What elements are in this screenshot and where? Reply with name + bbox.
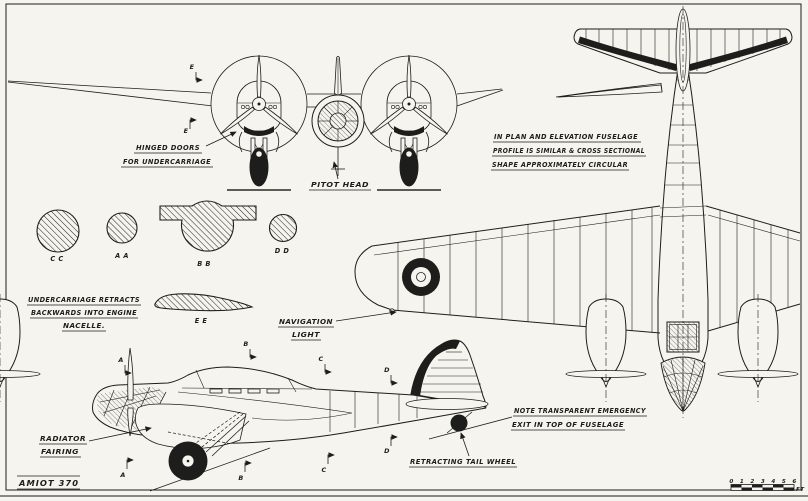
- marker-d-top: D: [384, 366, 390, 374]
- label-pitot-head: PITOT HEAD: [311, 181, 369, 189]
- marker-c-top: C: [318, 355, 323, 363]
- scale-bar: 0 1 2 3 4 5 6 FT: [729, 479, 805, 493]
- marker-e-top: E: [190, 63, 195, 71]
- label-hinged-doors-1: HINGED DOORS: [136, 144, 200, 152]
- marker-c-bottom: C: [321, 466, 326, 474]
- section-dd-label: D D: [275, 247, 290, 255]
- scale-tick-2: 2: [750, 479, 754, 485]
- section-cc-shape: [36, 209, 80, 253]
- scale-tick-5: 5: [782, 479, 786, 485]
- cross-sections: C C A A B B D D E E: [36, 200, 298, 325]
- nacelle-side: [134, 403, 250, 481]
- label-fuselage-note-2: PROFILE IS SIMILAR & CROSS SECTIONAL: [493, 147, 645, 155]
- propeller-side: [127, 347, 134, 401]
- border-frame: [0, 3, 808, 497]
- section-cc-label: C C: [50, 255, 63, 263]
- port-tailplane-tip: [557, 84, 663, 98]
- nose-glazing-plan: [660, 356, 706, 412]
- label-undercarriage-3: NACELLE.: [63, 322, 105, 330]
- marker-b-top: B: [243, 340, 248, 348]
- roundel: [402, 258, 440, 296]
- label-fuselage-note-1: IN PLAN AND ELEVATION FUSELAGE: [494, 133, 638, 141]
- starboard-wing-plan: [705, 205, 801, 332]
- fin-side: [410, 339, 487, 408]
- section-marker-e: E E: [184, 63, 203, 135]
- section-aa-label: A A: [114, 252, 129, 260]
- annotations: HINGED DOORS FOR UNDERCARRIAGE PITOT HEA…: [27, 131, 647, 468]
- marker-b-bottom: B: [238, 474, 243, 482]
- marker-d-bottom: D: [384, 447, 390, 455]
- label-emergency-2: EXIT IN TOP OF FUSELAGE: [512, 421, 624, 429]
- marker-a-top: A: [117, 356, 123, 364]
- cabin-windows: [209, 388, 280, 394]
- label-radiator-2: FAIRING: [41, 448, 79, 456]
- section-ee-shape: [154, 293, 254, 312]
- section-markers-side: A A B B C C D D: [117, 340, 398, 482]
- side-view: A A B B C C D D: [92, 339, 513, 492]
- label-radiator-1: RADIATOR: [40, 435, 86, 443]
- port-wing-plan: [354, 205, 661, 334]
- section-dd-shape: [268, 213, 298, 243]
- scale-tick-0: 0: [729, 479, 733, 485]
- label-undercarriage-2: BACKWARDS INTO ENGINE: [31, 309, 137, 317]
- scale-tick-1: 1: [740, 479, 744, 485]
- fuselage-front: [311, 94, 365, 176]
- label-undercarriage-1: UNDERCARRIAGE RETRACTS: [28, 296, 140, 304]
- engine-front: [210, 54, 308, 191]
- label-fuselage-note-3: SHAPE APPROXIMATELY CIRCULAR: [492, 161, 628, 169]
- nacelle-plan: [0, 294, 41, 402]
- section-ee-label: E E: [195, 317, 208, 325]
- front-view: E E: [7, 54, 663, 191]
- label-hinged-doors-2: FOR UNDERCARRIAGE: [123, 158, 211, 166]
- scale-tick-6: 6: [792, 479, 796, 485]
- scale-tick-4: 4: [771, 479, 775, 485]
- elevator-starboard: [688, 36, 788, 71]
- drawing-title: AMIOT 370: [18, 479, 79, 488]
- pitot-head: [331, 147, 345, 176]
- scale-tick-3: 3: [761, 479, 765, 485]
- section-bb-label: B B: [197, 260, 211, 268]
- marker-e-bottom: E: [184, 127, 189, 135]
- label-navigation-1: NAVIGATION: [279, 318, 333, 326]
- label-navigation-2: LIGHT: [292, 331, 320, 339]
- plan-view: [0, 6, 801, 418]
- label-emergency-1: NOTE TRANSPARENT EMERGENCY: [514, 407, 647, 415]
- marker-a-bottom: A: [119, 471, 125, 479]
- section-bb-shape: [159, 200, 257, 252]
- elevator-port: [578, 36, 678, 71]
- title-block: AMIOT 370: [17, 475, 80, 490]
- scale-unit: FT: [796, 487, 805, 493]
- tailplane-side: [405, 398, 489, 410]
- label-tail-wheel: RETRACTING TAIL WHEEL: [410, 458, 516, 466]
- section-aa-shape: [106, 212, 138, 244]
